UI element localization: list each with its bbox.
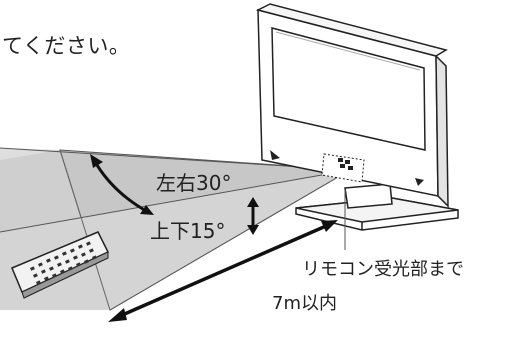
horizontal-angle-label: 左右30° — [156, 171, 232, 195]
vertical-angle-label: 上下15° — [150, 219, 226, 243]
distance-limit-label: 7m以内 — [272, 293, 337, 314]
sensor-window — [338, 158, 353, 170]
remote-control-icon — [11, 231, 110, 299]
tv-icon — [255, 3, 459, 231]
sensor-distance-label: リモコン受光部まで — [302, 259, 464, 280]
horizontal-angle-arrow — [90, 154, 154, 215]
vertical-angle-arrow — [247, 197, 259, 235]
heading-fragment: てください。 — [2, 34, 131, 58]
double-arrow-icon — [108, 220, 338, 322]
